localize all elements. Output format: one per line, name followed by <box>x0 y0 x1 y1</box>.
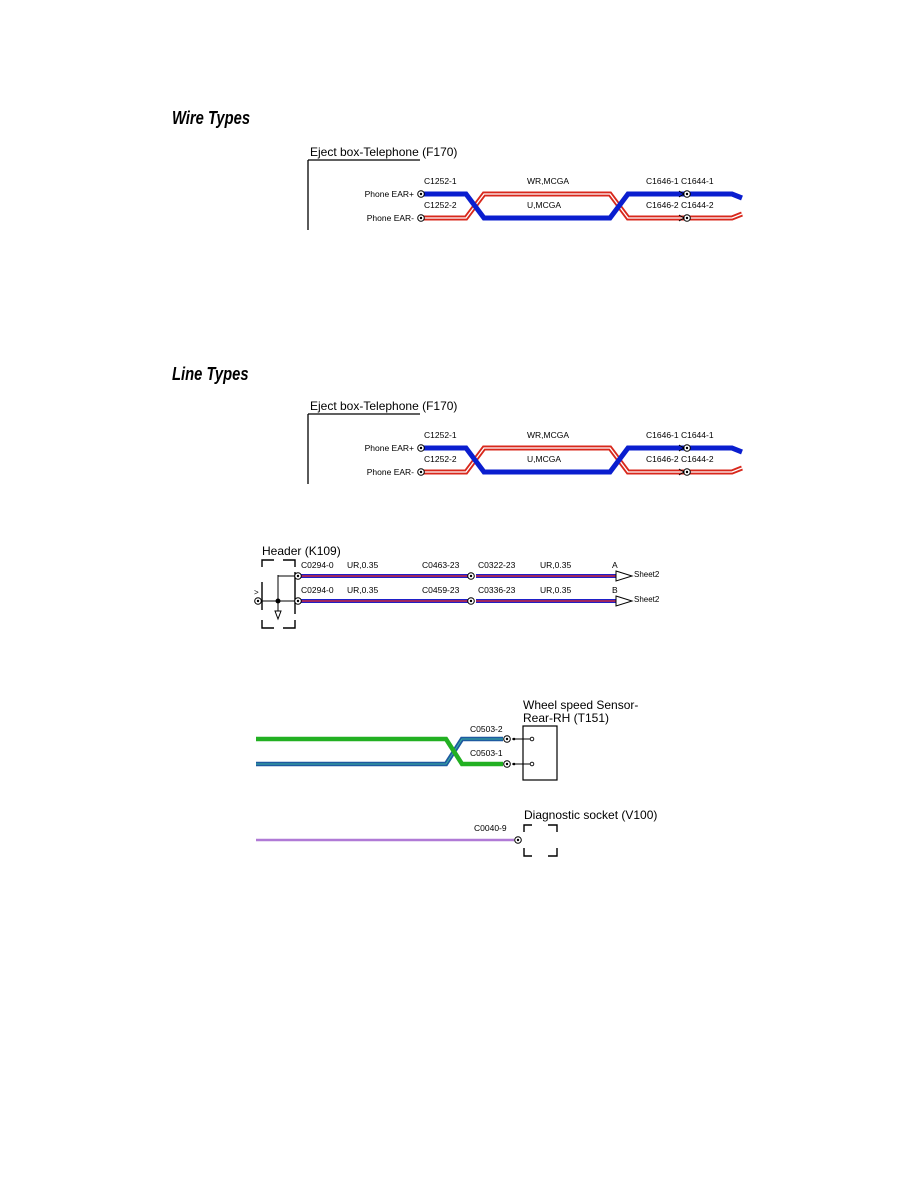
diagnostic-socket-diagram: Diagnostic socket (V100) C0040-9 <box>256 808 657 857</box>
wire-types-heading: Wire Types <box>172 108 251 128</box>
wire-green-wheel <box>256 736 503 767</box>
sheet-arrow-b <box>615 595 634 607</box>
sheet2-label-a: Sheet2 <box>634 570 660 579</box>
wire-label-wr-mcga-2: WR,MCGA <box>527 430 569 440</box>
wire-ur-035-a2: UR,0.35 <box>540 560 571 570</box>
pin-phone-ear-minus-2: Phone EAR- <box>367 467 414 477</box>
conn-c1646-1-c1644-1: C1646-1 C1644-1 <box>646 176 714 186</box>
wire-label-u-mcga: U,MCGA <box>527 200 561 210</box>
wire-ur-035-b2: UR,0.35 <box>540 585 571 595</box>
pin-phone-ear-minus: Phone EAR- <box>367 213 414 223</box>
phone-diagram-wire-types: Eject box-Telephone (F170) Phone EAR+ Ph… <box>307 145 743 230</box>
wheel-sensor-box <box>522 725 558 781</box>
wire-blue-2 <box>424 445 684 475</box>
conn-c1646-2-c1644-2-2: C1646-2 C1644-2 <box>646 454 714 464</box>
conn-c1646-1-c1644-1-2: C1646-1 C1644-1 <box>646 430 714 440</box>
conn-c0040-9: C0040-9 <box>474 823 507 833</box>
diagnostic-socket-title: Diagnostic socket (V100) <box>524 808 657 822</box>
sheet-letter-a: A <box>612 560 618 570</box>
conn-c0294-0-a: C0294-0 <box>301 560 334 570</box>
line-types-heading: Line Types <box>172 364 249 384</box>
conn-c1252-2: C1252-2 <box>424 200 457 210</box>
conn-c1646-2-c1644-2: C1646-2 C1644-2 <box>646 200 714 210</box>
wire-ur-035-a1: UR,0.35 <box>347 560 378 570</box>
header-left-mark: > <box>254 588 259 597</box>
wire-ur-035-b1: UR,0.35 <box>347 585 378 595</box>
wire-label-u-mcga-2: U,MCGA <box>527 454 561 464</box>
sheet-arrow-a <box>615 570 634 582</box>
header-k109-title: Header (K109) <box>262 544 341 558</box>
sheet-letter-b: B <box>612 585 618 595</box>
phone-box-title-2: Eject box-Telephone (F170) <box>310 399 457 413</box>
wire-blue-wheel <box>256 736 503 767</box>
pin-phone-ear-plus: Phone EAR+ <box>365 189 414 199</box>
conn-c0503-1: C0503-1 <box>470 748 503 758</box>
phone-diagram-line-types: Eject box-Telephone (F170) Phone EAR+ Ph… <box>307 399 743 484</box>
sheet2-label-b: Sheet2 <box>634 595 660 604</box>
wheel-sensor-title-line1: Wheel speed Sensor- <box>523 698 638 712</box>
pin-phone-ear-plus-2: Phone EAR+ <box>365 443 414 453</box>
wheel-sensor-title-line2: Rear-RH (T151) <box>523 711 609 725</box>
phone-box-title: Eject box-Telephone (F170) <box>310 145 457 159</box>
conn-c1252-2-2: C1252-2 <box>424 454 457 464</box>
conn-c0294-0-b: C0294-0 <box>301 585 334 595</box>
wire-blue-1 <box>424 191 684 221</box>
conn-c1252-1: C1252-1 <box>424 176 457 186</box>
conn-c0503-2: C0503-2 <box>470 724 503 734</box>
conn-c0322-23: C0322-23 <box>478 560 516 570</box>
header-k109-diagram: Header (K109) > C0294-0 UR,0.35 C0463-23… <box>254 544 660 629</box>
conn-c0463-23: C0463-23 <box>422 560 460 570</box>
wire-label-wr-mcga: WR,MCGA <box>527 176 569 186</box>
conn-c0459-23: C0459-23 <box>422 585 460 595</box>
wheel-speed-sensor-diagram: Wheel speed Sensor- Rear-RH (T151) C0503… <box>256 698 638 781</box>
conn-c0336-23: C0336-23 <box>478 585 516 595</box>
conn-c1252-1-2: C1252-1 <box>424 430 457 440</box>
